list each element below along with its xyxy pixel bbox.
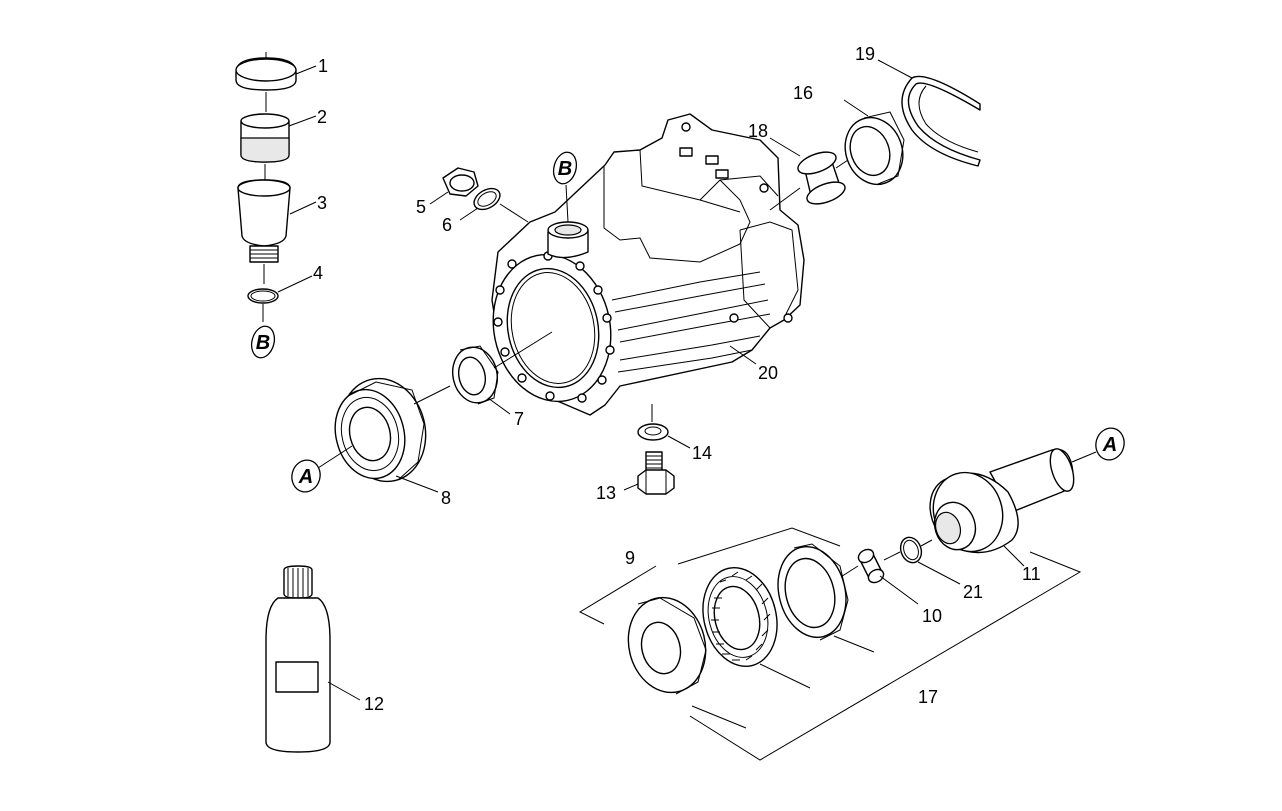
ref-a-right: A bbox=[1095, 427, 1125, 461]
part-18-ring bbox=[769, 137, 846, 211]
part-21-o-ring bbox=[899, 536, 961, 585]
label-7: 7 bbox=[514, 409, 524, 429]
part-11-shaft bbox=[929, 448, 1097, 567]
part-1-cap bbox=[235, 52, 317, 112]
ref-a-left: A bbox=[291, 459, 321, 493]
label-19: 19 bbox=[855, 44, 875, 64]
label-1: 1 bbox=[318, 56, 328, 76]
part-number-labels: 1 2 3 4 5 6 7 8 9 10 11 12 13 14 16 17 1… bbox=[313, 44, 1041, 714]
label-12: 12 bbox=[364, 694, 384, 714]
label-16: 16 bbox=[793, 83, 813, 103]
part-7-shaft-seal bbox=[452, 331, 553, 415]
part-17-washer-rear bbox=[777, 543, 849, 641]
part-19-clip bbox=[877, 59, 981, 167]
part-8-bearing bbox=[317, 377, 451, 493]
part-3-oil-tank bbox=[237, 179, 317, 284]
part-13-screw bbox=[623, 451, 675, 495]
label-21: 21 bbox=[963, 582, 983, 602]
part-16-seal bbox=[835, 99, 905, 186]
ref-b-left-label: B bbox=[256, 332, 270, 354]
label-13: 13 bbox=[596, 483, 616, 503]
label-14: 14 bbox=[692, 443, 712, 463]
part-10-bushing bbox=[835, 548, 919, 605]
label-3: 3 bbox=[317, 193, 327, 213]
part-4-o-ring bbox=[247, 275, 313, 322]
label-6: 6 bbox=[442, 215, 452, 235]
part-12-oil-bottle bbox=[265, 565, 361, 753]
part-2-filter bbox=[240, 113, 317, 180]
part-17-washer-front bbox=[627, 596, 707, 695]
label-10: 10 bbox=[922, 606, 942, 626]
label-9: 9 bbox=[625, 548, 635, 568]
label-2: 2 bbox=[317, 107, 327, 127]
kit-bracket bbox=[578, 527, 1082, 761]
label-18: 18 bbox=[748, 121, 768, 141]
ref-b-housing-label: B bbox=[558, 158, 572, 180]
ref-a-left-label: A bbox=[298, 466, 313, 488]
label-11: 11 bbox=[1022, 564, 1041, 584]
part-6-seal-ring bbox=[459, 187, 529, 223]
label-8: 8 bbox=[441, 488, 451, 508]
label-17: 17 bbox=[918, 687, 938, 707]
ref-a-right-label: A bbox=[1102, 434, 1117, 456]
part-5-plug bbox=[429, 167, 479, 205]
ref-b-housing: B bbox=[552, 151, 578, 223]
part-20-housing bbox=[491, 113, 805, 416]
label-20: 20 bbox=[758, 363, 778, 383]
ref-b-left: B bbox=[250, 325, 276, 359]
part-17-needle-bearing bbox=[702, 567, 778, 667]
label-4: 4 bbox=[313, 263, 323, 283]
part-14-washer bbox=[637, 404, 691, 449]
label-5: 5 bbox=[416, 197, 426, 217]
